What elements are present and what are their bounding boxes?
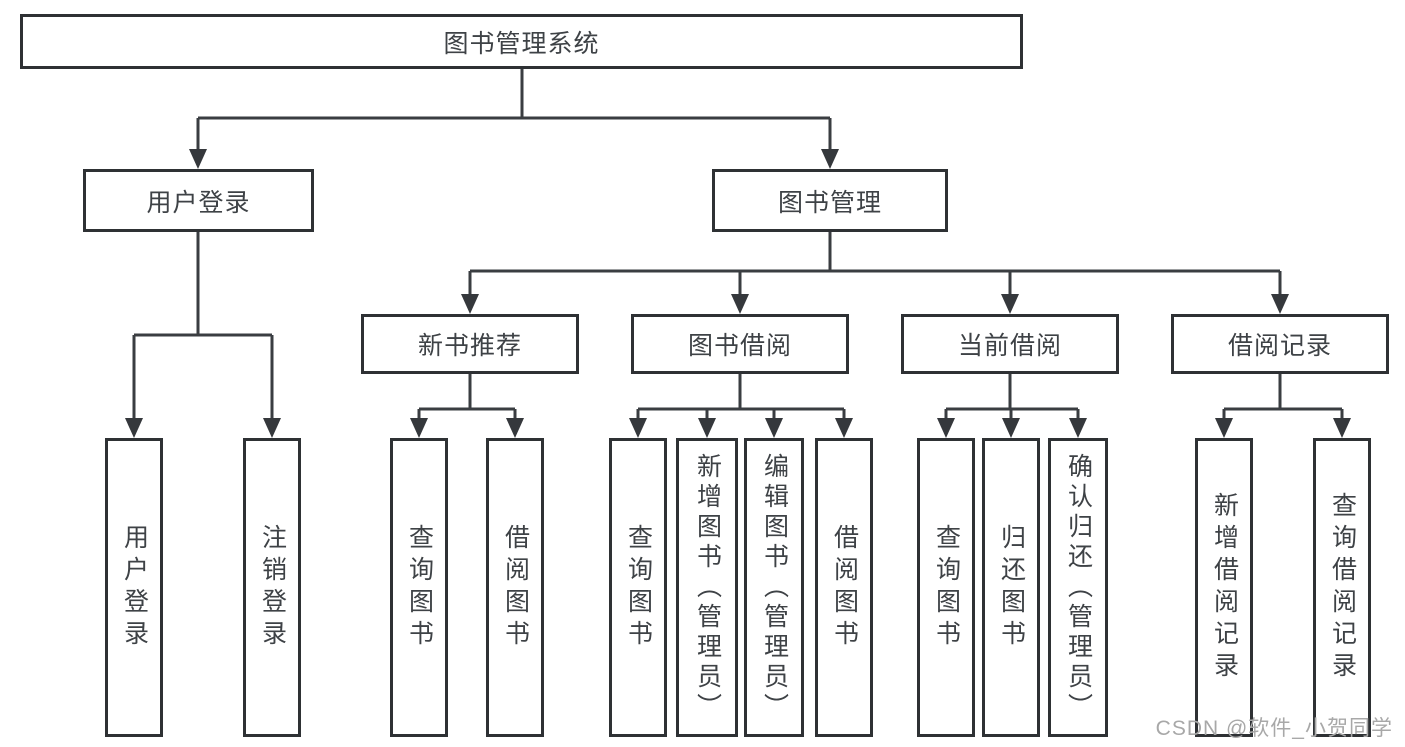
arrow-down-icon (1333, 418, 1351, 438)
arrow-down-icon (835, 418, 853, 438)
connector-line (636, 374, 846, 421)
connector-line (417, 374, 517, 421)
connector-root-to-children (189, 69, 839, 169)
arrow-down-icon (937, 418, 955, 438)
arrow-down-icon (698, 418, 716, 438)
leaf-current-query-books: 查询图书 (917, 438, 975, 737)
arrow-down-icon (731, 294, 749, 314)
watermark: CSDN @软件_小贺同学 (1155, 717, 1393, 740)
connector-line (196, 69, 832, 152)
leaf-logout: 注销登录 (243, 438, 301, 737)
arrow-down-icon (410, 418, 428, 438)
leaf-borrow-add-books-admin: 新增图书（管理员） (676, 438, 738, 737)
node-new-book-recommend: 新书推荐 (361, 314, 579, 374)
arrow-down-icon (1001, 294, 1019, 314)
arrow-down-icon (461, 294, 479, 314)
leaf-borrow-borrow-books: 借阅图书 (815, 438, 873, 737)
connector-line (944, 374, 1080, 421)
connector-current-borrow-to-children (937, 374, 1087, 438)
leaf-current-confirm-return-admin: 确认归还（管理员） (1048, 438, 1108, 737)
leaf-records-add-record: 新增借阅记录 (1195, 438, 1253, 737)
connector-new-book-recommend-to-children (410, 374, 524, 438)
arrow-down-icon (263, 418, 281, 438)
arrow-down-icon (1271, 294, 1289, 314)
arrow-down-icon (821, 149, 839, 169)
arrow-down-icon (1069, 418, 1087, 438)
arrow-down-icon (125, 418, 143, 438)
connector-line (132, 232, 274, 420)
leaf-current-return-books: 归还图书 (982, 438, 1040, 737)
node-book-mgmt: 图书管理 (712, 169, 948, 232)
connector-book-borrow-to-children (629, 374, 853, 438)
node-book-borrow: 图书借阅 (631, 314, 849, 374)
leaf-borrow-query-books: 查询图书 (609, 438, 667, 737)
arrow-down-icon (629, 418, 647, 438)
node-borrow-records: 借阅记录 (1171, 314, 1389, 374)
leaf-recommend-borrow-books: 借阅图书 (486, 438, 544, 737)
node-root: 图书管理系统 (20, 14, 1023, 69)
arrow-down-icon (189, 149, 207, 169)
connector-line (468, 232, 1282, 296)
connector-borrow-records-to-children (1215, 374, 1351, 438)
leaf-borrow-edit-books-admin: 编辑图书（管理员） (744, 438, 804, 737)
connector-user-login-to-children (125, 232, 281, 438)
leaf-recommend-query-books: 查询图书 (390, 438, 448, 737)
arrow-down-icon (1215, 418, 1233, 438)
arrow-down-icon (1002, 418, 1020, 438)
connector-line (1222, 374, 1344, 421)
connector-book-mgmt-to-children (461, 232, 1289, 314)
arrow-down-icon (765, 418, 783, 438)
leaf-records-query-record: 查询借阅记录 (1313, 438, 1371, 737)
node-current-borrow: 当前借阅 (901, 314, 1119, 374)
leaf-login: 用户登录 (105, 438, 163, 737)
arrow-down-icon (506, 418, 524, 438)
node-user-login: 用户登录 (83, 169, 314, 232)
